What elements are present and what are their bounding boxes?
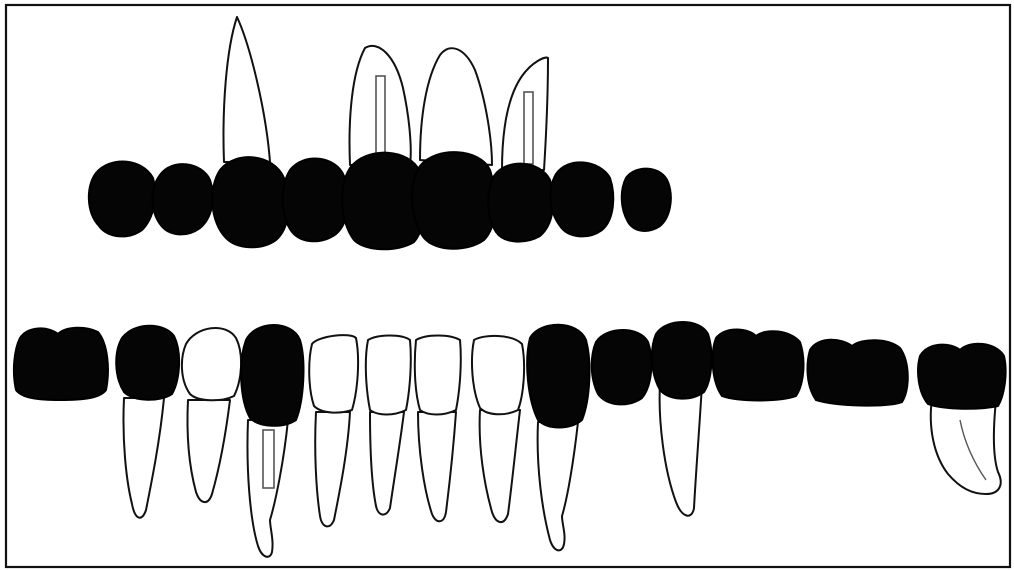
lower-crown-6 [366,336,411,415]
upper-post-7 [524,92,533,164]
upper-crown-8 [550,162,613,236]
lower-crown-14 [918,344,1006,409]
lower-crown-13 [808,340,908,406]
lower-crown-9 [527,325,589,428]
upper-crown-4 [283,159,348,242]
upper-crown-3 [212,157,288,247]
lower-crown-7 [415,336,461,415]
upper-crown-2 [153,164,213,234]
upper-crown-9 [622,169,671,231]
lower-crown-4 [241,325,303,426]
lower-crown-11 [652,322,712,399]
lower-crown-12 [713,330,804,401]
upper-crown-1 [89,162,155,237]
upper-post-5 [376,76,385,158]
lower-post-4 [263,430,274,488]
upper-crown-6 [412,152,495,249]
lower-crown-8 [472,336,524,414]
lower-crown-10 [592,330,652,404]
lower-crown-2 [116,326,179,400]
lower-crown-3 [182,328,241,400]
lower-crown-5 [309,335,358,413]
upper-crown-7 [488,164,553,242]
lower-crown-1 [14,328,108,400]
